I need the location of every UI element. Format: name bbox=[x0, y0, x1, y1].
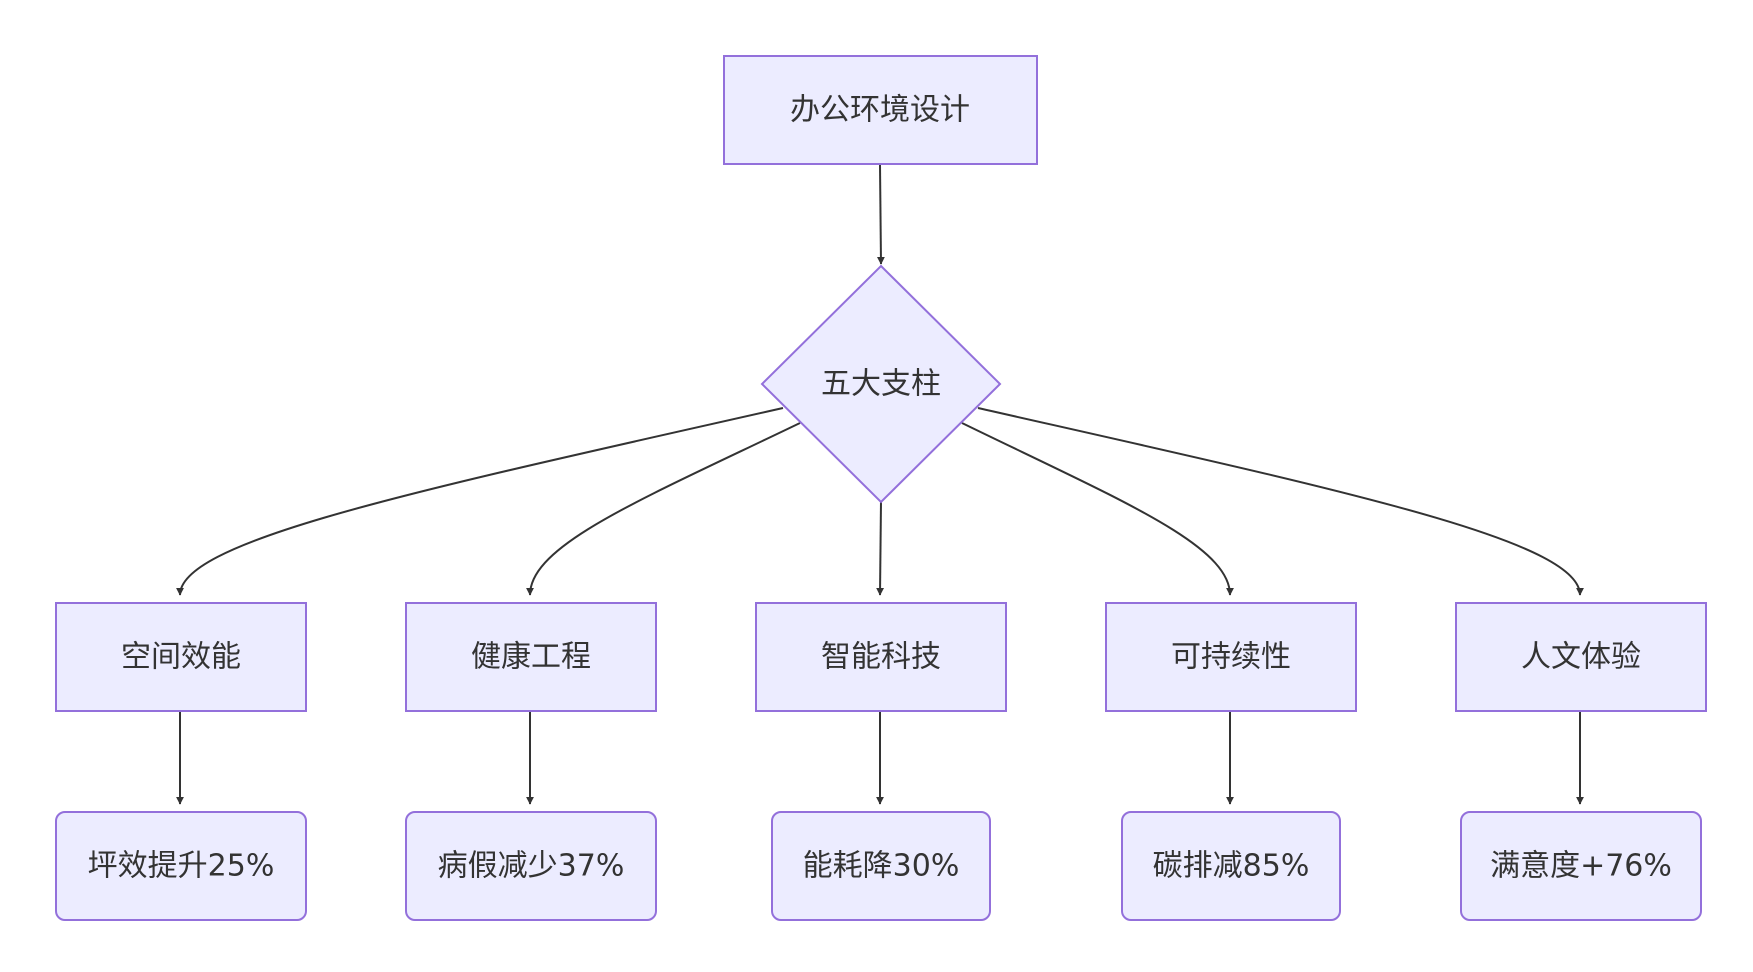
metric-node-label: 坪效提升25% bbox=[88, 849, 275, 884]
metric-node: 能耗降30% bbox=[771, 811, 991, 921]
edge-decision-to-pillar-3 bbox=[876, 500, 885, 596]
pillar-node: 人文体验 bbox=[1455, 602, 1707, 712]
pillar-node-label: 可持续性 bbox=[1171, 640, 1291, 675]
root-node: 办公环境设计 bbox=[723, 55, 1038, 165]
metric-node: 满意度+76% bbox=[1460, 811, 1702, 921]
root-node-label: 办公环境设计 bbox=[790, 93, 970, 128]
edge-decision-to-pillar-4 bbox=[961, 422, 1234, 596]
pillar-node-label: 智能科技 bbox=[821, 640, 941, 675]
pillar-node: 空间效能 bbox=[55, 602, 307, 712]
metric-node: 坪效提升25% bbox=[55, 811, 307, 921]
pillar-node-label: 空间效能 bbox=[121, 640, 241, 675]
metric-node-label: 病假减少37% bbox=[438, 849, 625, 884]
edge-decision-to-pillar-1 bbox=[176, 407, 784, 596]
decision-node: 五大支柱 bbox=[760, 264, 1002, 504]
metric-node-label: 能耗降30% bbox=[803, 849, 960, 884]
edge-root-to-decision bbox=[876, 164, 885, 265]
pillar-node: 智能科技 bbox=[755, 602, 1007, 712]
metric-node: 病假减少37% bbox=[405, 811, 657, 921]
metric-node-label: 满意度+76% bbox=[1490, 849, 1672, 884]
metric-node-label: 碳排减85% bbox=[1153, 849, 1310, 884]
pillar-node-label: 健康工程 bbox=[471, 640, 591, 675]
pillar-node-label: 人文体验 bbox=[1521, 640, 1641, 675]
edges bbox=[176, 164, 1584, 805]
decision-node-label: 五大支柱 bbox=[821, 367, 941, 402]
edge-decision-to-pillar-2 bbox=[526, 422, 801, 596]
pillar-node: 健康工程 bbox=[405, 602, 657, 712]
edge-decision-to-pillar-5 bbox=[977, 407, 1584, 596]
pillar-node: 可持续性 bbox=[1105, 602, 1357, 712]
metric-node: 碳排减85% bbox=[1121, 811, 1341, 921]
